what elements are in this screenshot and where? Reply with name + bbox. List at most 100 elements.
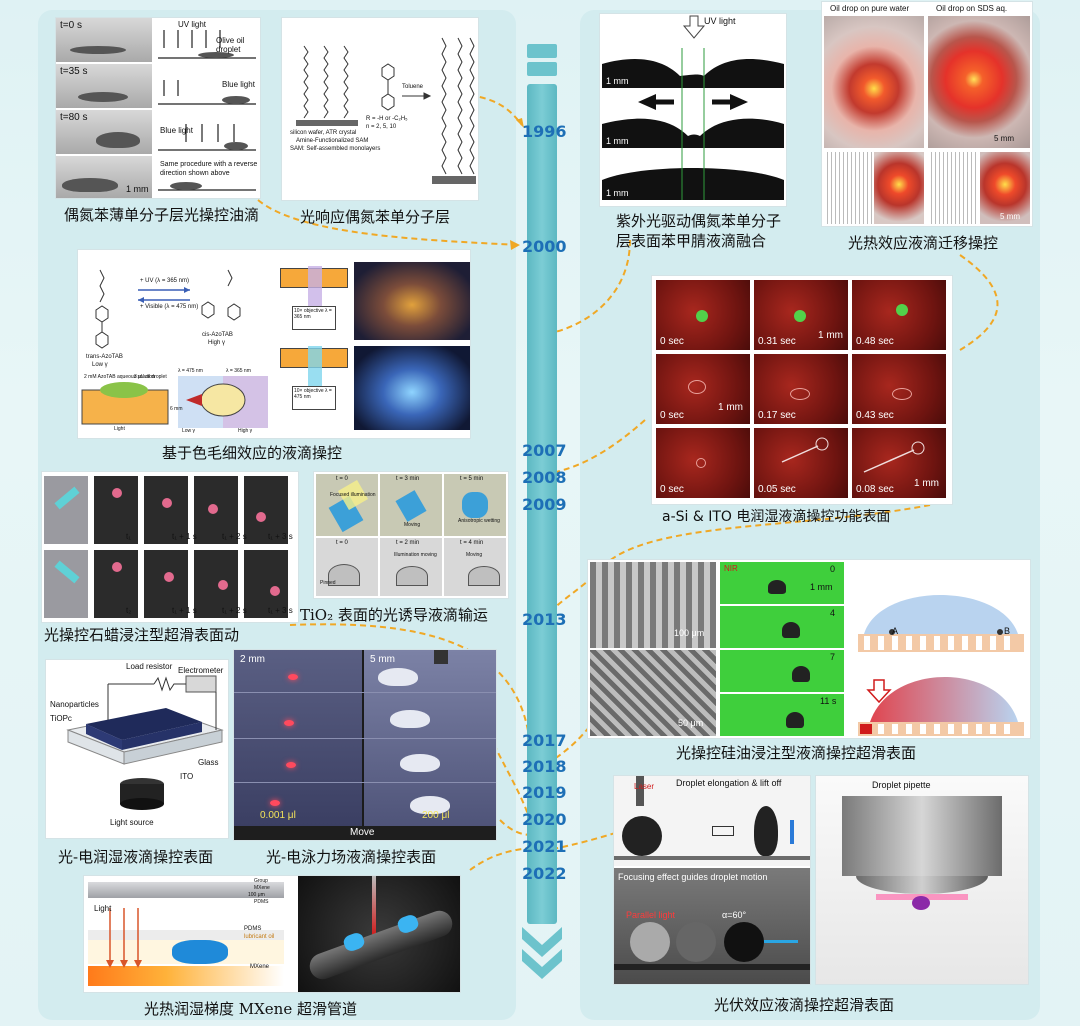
- objective-475-label: 10× objective λ = 475 nm: [294, 388, 332, 400]
- move-bar: [234, 826, 496, 840]
- elongation-title: Droplet elongation & lift off: [676, 778, 782, 788]
- spine-cap-1: [527, 44, 557, 58]
- time-t1: t₁: [126, 532, 131, 541]
- time-t1-plus-3: t₁ + 3 s: [268, 532, 293, 541]
- caption-tio2-transport: TiO₂ 表面的光诱导液滴输运: [300, 606, 488, 624]
- panel-mxene-tube: Light PDMS lubricant oil MXene Group MXe…: [84, 876, 460, 992]
- label-t2min: t = 2 min: [396, 540, 420, 546]
- time-r3c1: 0 sec: [660, 484, 684, 495]
- pipette-title: Droplet pipette: [872, 780, 931, 790]
- year-2018: 2018: [522, 757, 567, 776]
- panel-asi-ito-electrowetting: 0 sec 0.31 sec 0.48 sec 0 sec 0.17 sec 0…: [652, 276, 952, 504]
- volume-small: 0.001 μl: [260, 810, 296, 821]
- scale-5mm-bottom: 5 mm: [1000, 212, 1020, 221]
- photo-migration-right: [980, 152, 1030, 224]
- frame-3-1: [656, 428, 750, 498]
- caption-photovoltaic: 光伏效应液滴操控超滑表面: [714, 996, 895, 1014]
- cis-high-gamma-label: High γ: [208, 340, 226, 346]
- oil-droplet-label: 3 μL oil droplet: [134, 374, 167, 380]
- frame-iii: [444, 474, 506, 536]
- caption-paraffin-slippery: 光操控石蜡浸注型超滑表面动: [44, 626, 240, 644]
- time-t2-plus-1: t₁ + 1 s: [172, 606, 197, 615]
- cis-azotab-label: cis-AzoTAB: [202, 332, 233, 338]
- focusing-title: Focusing effect guides droplet motion: [618, 872, 768, 882]
- lambda-365-label: λ = 365 nm: [226, 368, 251, 374]
- point-b-label: B: [1004, 626, 1011, 636]
- ito-label: ITO: [180, 772, 194, 781]
- time-t1-plus-2: t₁ + 2 s: [222, 532, 247, 541]
- year-2007: 2007: [522, 441, 567, 460]
- frame-t1-1s: [144, 476, 188, 544]
- photo-droplet-35s: [56, 64, 152, 108]
- time-r1c1: 0 sec: [660, 336, 684, 347]
- panel-azobenzene-oil-droplet: t=0 s t=35 s t=80 s 1 mm UV light Olive …: [56, 18, 260, 198]
- photo-oil-on-water: [824, 16, 924, 148]
- label-t5min: t = 5 min: [460, 476, 484, 482]
- spine-chevrons: [522, 927, 562, 979]
- label-t4min: t = 4 min: [460, 540, 484, 546]
- silicon-wafer-label: silicon wafer, ATR crystal: [290, 130, 357, 136]
- time-r2c3: 0.43 sec: [856, 410, 894, 421]
- label-illumination-moving: Illumination moving: [394, 552, 437, 558]
- scale-5mm-top: 5 mm: [994, 134, 1014, 143]
- frame-iv: [316, 538, 378, 596]
- sam-definition-label: SAM: Self-assembled monolayers: [290, 146, 381, 152]
- uv-365-label: + UV (λ = 365 nm): [140, 278, 190, 284]
- panel-photo-electrophoresis: 2 mm 5 mm 0.001 μl 200 μl Move: [234, 650, 496, 840]
- monolayer-chemistry-schematic: [296, 37, 476, 184]
- frame-ii: [380, 474, 442, 536]
- panel-tio2-transport: t = 0 Focused illumination t = 3 min Mov…: [314, 472, 508, 598]
- year-2008: 2008: [522, 468, 567, 487]
- frame-t2-1s: [144, 550, 188, 618]
- photo-droplet-0s: [56, 18, 152, 62]
- n-value-label: n = 2, 5, 10: [366, 124, 397, 130]
- nir-frame-4: [720, 606, 844, 648]
- time-r1c2: 0.31 sec: [758, 336, 796, 347]
- light-label: Light: [114, 426, 125, 432]
- sample-texture-1: [44, 476, 88, 544]
- time-label-80: t=80 s: [60, 112, 88, 123]
- scale-5mm: 5 mm: [370, 654, 395, 665]
- nanoparticles-label: Nanoparticles: [50, 700, 99, 709]
- frame-3-3: [852, 428, 946, 498]
- photo-visible-droplets: [354, 346, 470, 430]
- scale-label-3: 1 mm: [606, 188, 629, 198]
- frame-1-2: [754, 280, 848, 350]
- year-2009: 2009: [522, 495, 567, 514]
- label-t0-i: t = 0: [336, 476, 348, 482]
- sem-micropillars: [590, 562, 716, 648]
- angle-label: α=60°: [722, 910, 747, 920]
- year-2000: 2000: [522, 237, 567, 256]
- mxene-label: MXene: [250, 964, 270, 970]
- caption-azobenzene-monolayer: 光响应偶氮苯单分子层: [300, 208, 451, 226]
- point-a-label: A: [892, 626, 899, 636]
- pipette-photo: [816, 776, 1028, 984]
- r-group-label: R = -H or -C₂H₅: [366, 116, 408, 122]
- frame-1-3: [852, 280, 946, 350]
- caption-azobenzene-oil-droplet: 偶氮苯薄单分子层光操控油滴: [64, 206, 260, 224]
- olive-oil-label: Olive oil droplet: [216, 36, 245, 54]
- contact-angle-schematic: [858, 595, 1024, 736]
- photo-uv-droplets: [354, 262, 470, 340]
- droplet-fusion-silhouettes: [602, 15, 784, 200]
- frame-number-0: 0: [830, 564, 836, 574]
- caption-photo-electrophoresis: 光-电泳力场液滴操控表面: [266, 848, 437, 866]
- light-source-label: Light source: [110, 818, 154, 827]
- scale-row1: 1 mm: [818, 330, 843, 341]
- time-r3c2: 0.05 sec: [758, 484, 796, 495]
- lubricant-oil-label: lubricant oil: [244, 934, 275, 940]
- electrowetting-device-schematic: [66, 675, 224, 810]
- time-r3c3: 0.08 sec: [856, 484, 894, 495]
- focusing-photo: [614, 868, 810, 984]
- frame-t1-3s: [244, 476, 288, 544]
- sem-scale-50um: 50 μm: [678, 718, 704, 728]
- load-resistor-label: Load resistor: [126, 662, 173, 671]
- lambda-475-label: λ = 475 nm: [178, 368, 203, 374]
- frame-vi: [444, 538, 506, 596]
- frame-t2: [94, 550, 138, 618]
- panel-paraffin-slippery: t₁ t₁ + 1 s t₁ + 2 s t₁ + 3 s t₂ t₁ + 1 …: [42, 472, 298, 622]
- amine-sam-label: Amine-Functionalized SAM: [296, 138, 369, 144]
- pdms-layer: [88, 930, 284, 940]
- label-focused-illumination: Focused illumination: [330, 492, 376, 498]
- azotab-schematic: [81, 269, 268, 428]
